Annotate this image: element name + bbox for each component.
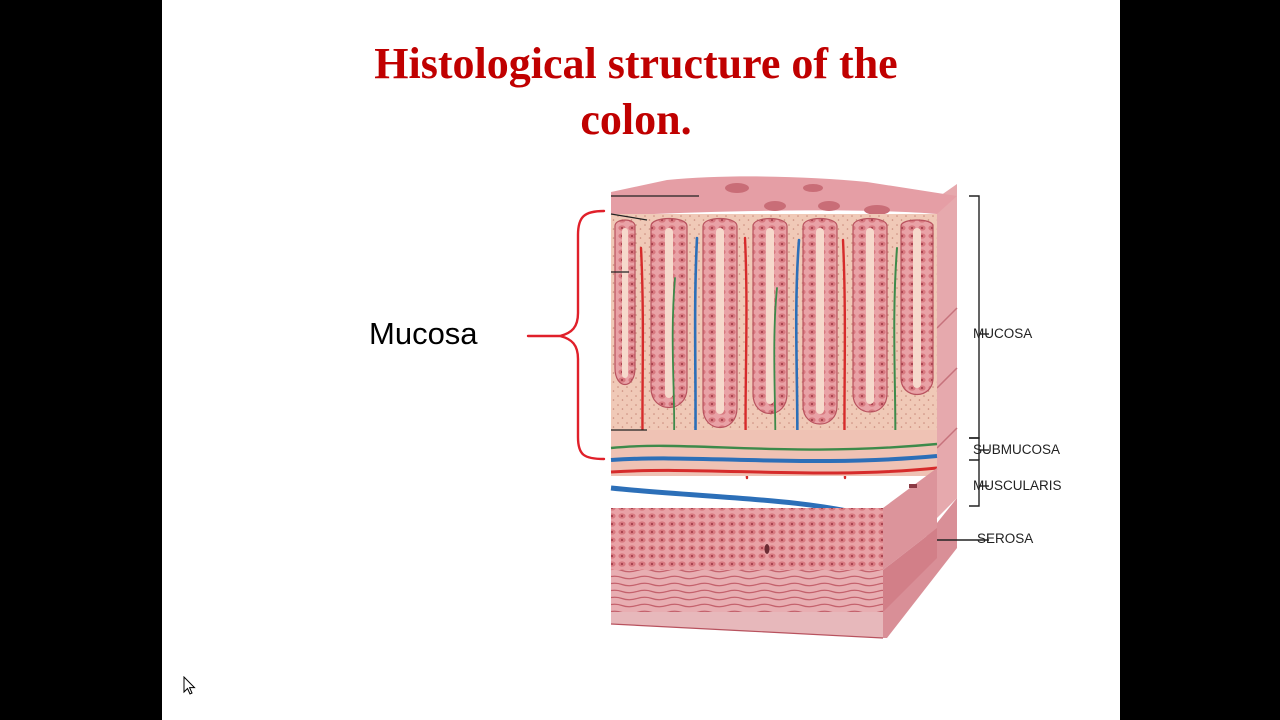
layer-label-submucosa: SUBMUCOSA [973,442,1061,457]
slide: Histological structure of the colon. Muc… [162,0,1120,720]
slide-title: Histological structure of the colon. [162,36,1110,148]
mucosa-brace [526,209,606,461]
layer-label-muscularis: MUSCULARIS [973,478,1062,493]
layer-label-mucosa: MUCOSA [973,326,1033,341]
layer-label-serosa: SEROSA [977,531,1034,546]
slide-title-line-2: colon. [580,95,692,144]
mucosa-callout-label: Mucosa [369,316,478,351]
colon-wall-illustration [610,176,989,639]
slide-title-line-1: Histological structure of the [374,39,898,88]
mouse-pointer-icon [183,676,196,695]
